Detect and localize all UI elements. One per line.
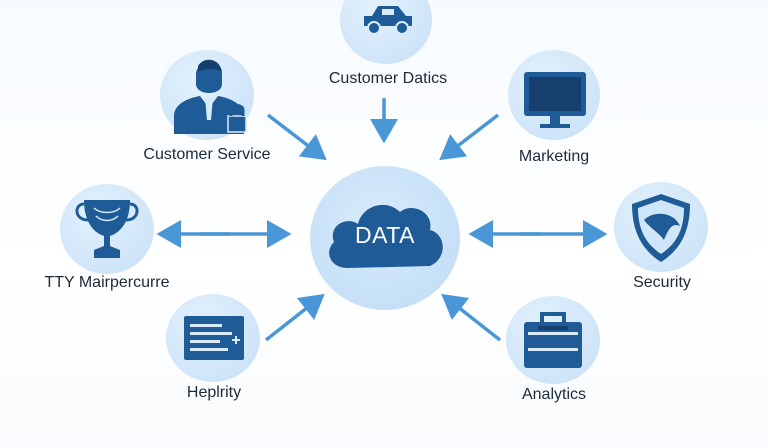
monitor-icon xyxy=(524,72,586,128)
label-security: Security xyxy=(633,274,691,291)
person-lock-icon xyxy=(174,59,247,134)
document-icon xyxy=(184,316,244,360)
label-customer-service: Customer Service xyxy=(143,146,271,163)
node-marketing xyxy=(508,50,600,140)
node-tty xyxy=(60,184,154,274)
label-analytics: Analytics xyxy=(521,386,587,403)
node-heplrity xyxy=(166,294,260,382)
label-customer-datics: Customer Datics xyxy=(328,70,448,87)
node-customer-service xyxy=(160,50,254,140)
label-marketing: Marketing xyxy=(518,148,590,165)
shield-icon xyxy=(632,194,690,262)
node-analytics xyxy=(506,296,600,384)
arrow-analytics xyxy=(441,293,502,342)
briefcase-icon xyxy=(524,312,582,368)
arrow-marketing xyxy=(439,113,500,161)
trophy-icon xyxy=(75,200,139,258)
data-hub: DATA xyxy=(310,166,460,310)
label-tty: TTY Mairpercurre xyxy=(44,274,170,291)
label-heplrity: Heplrity xyxy=(186,384,242,401)
cloud-icon xyxy=(329,204,443,268)
car-icon xyxy=(364,6,412,35)
node-customer-datics xyxy=(340,0,432,64)
arrow-heplrity xyxy=(264,293,325,342)
hub-label: DATA xyxy=(355,222,415,248)
arrow-customer-service xyxy=(266,113,327,161)
node-security xyxy=(614,182,708,272)
